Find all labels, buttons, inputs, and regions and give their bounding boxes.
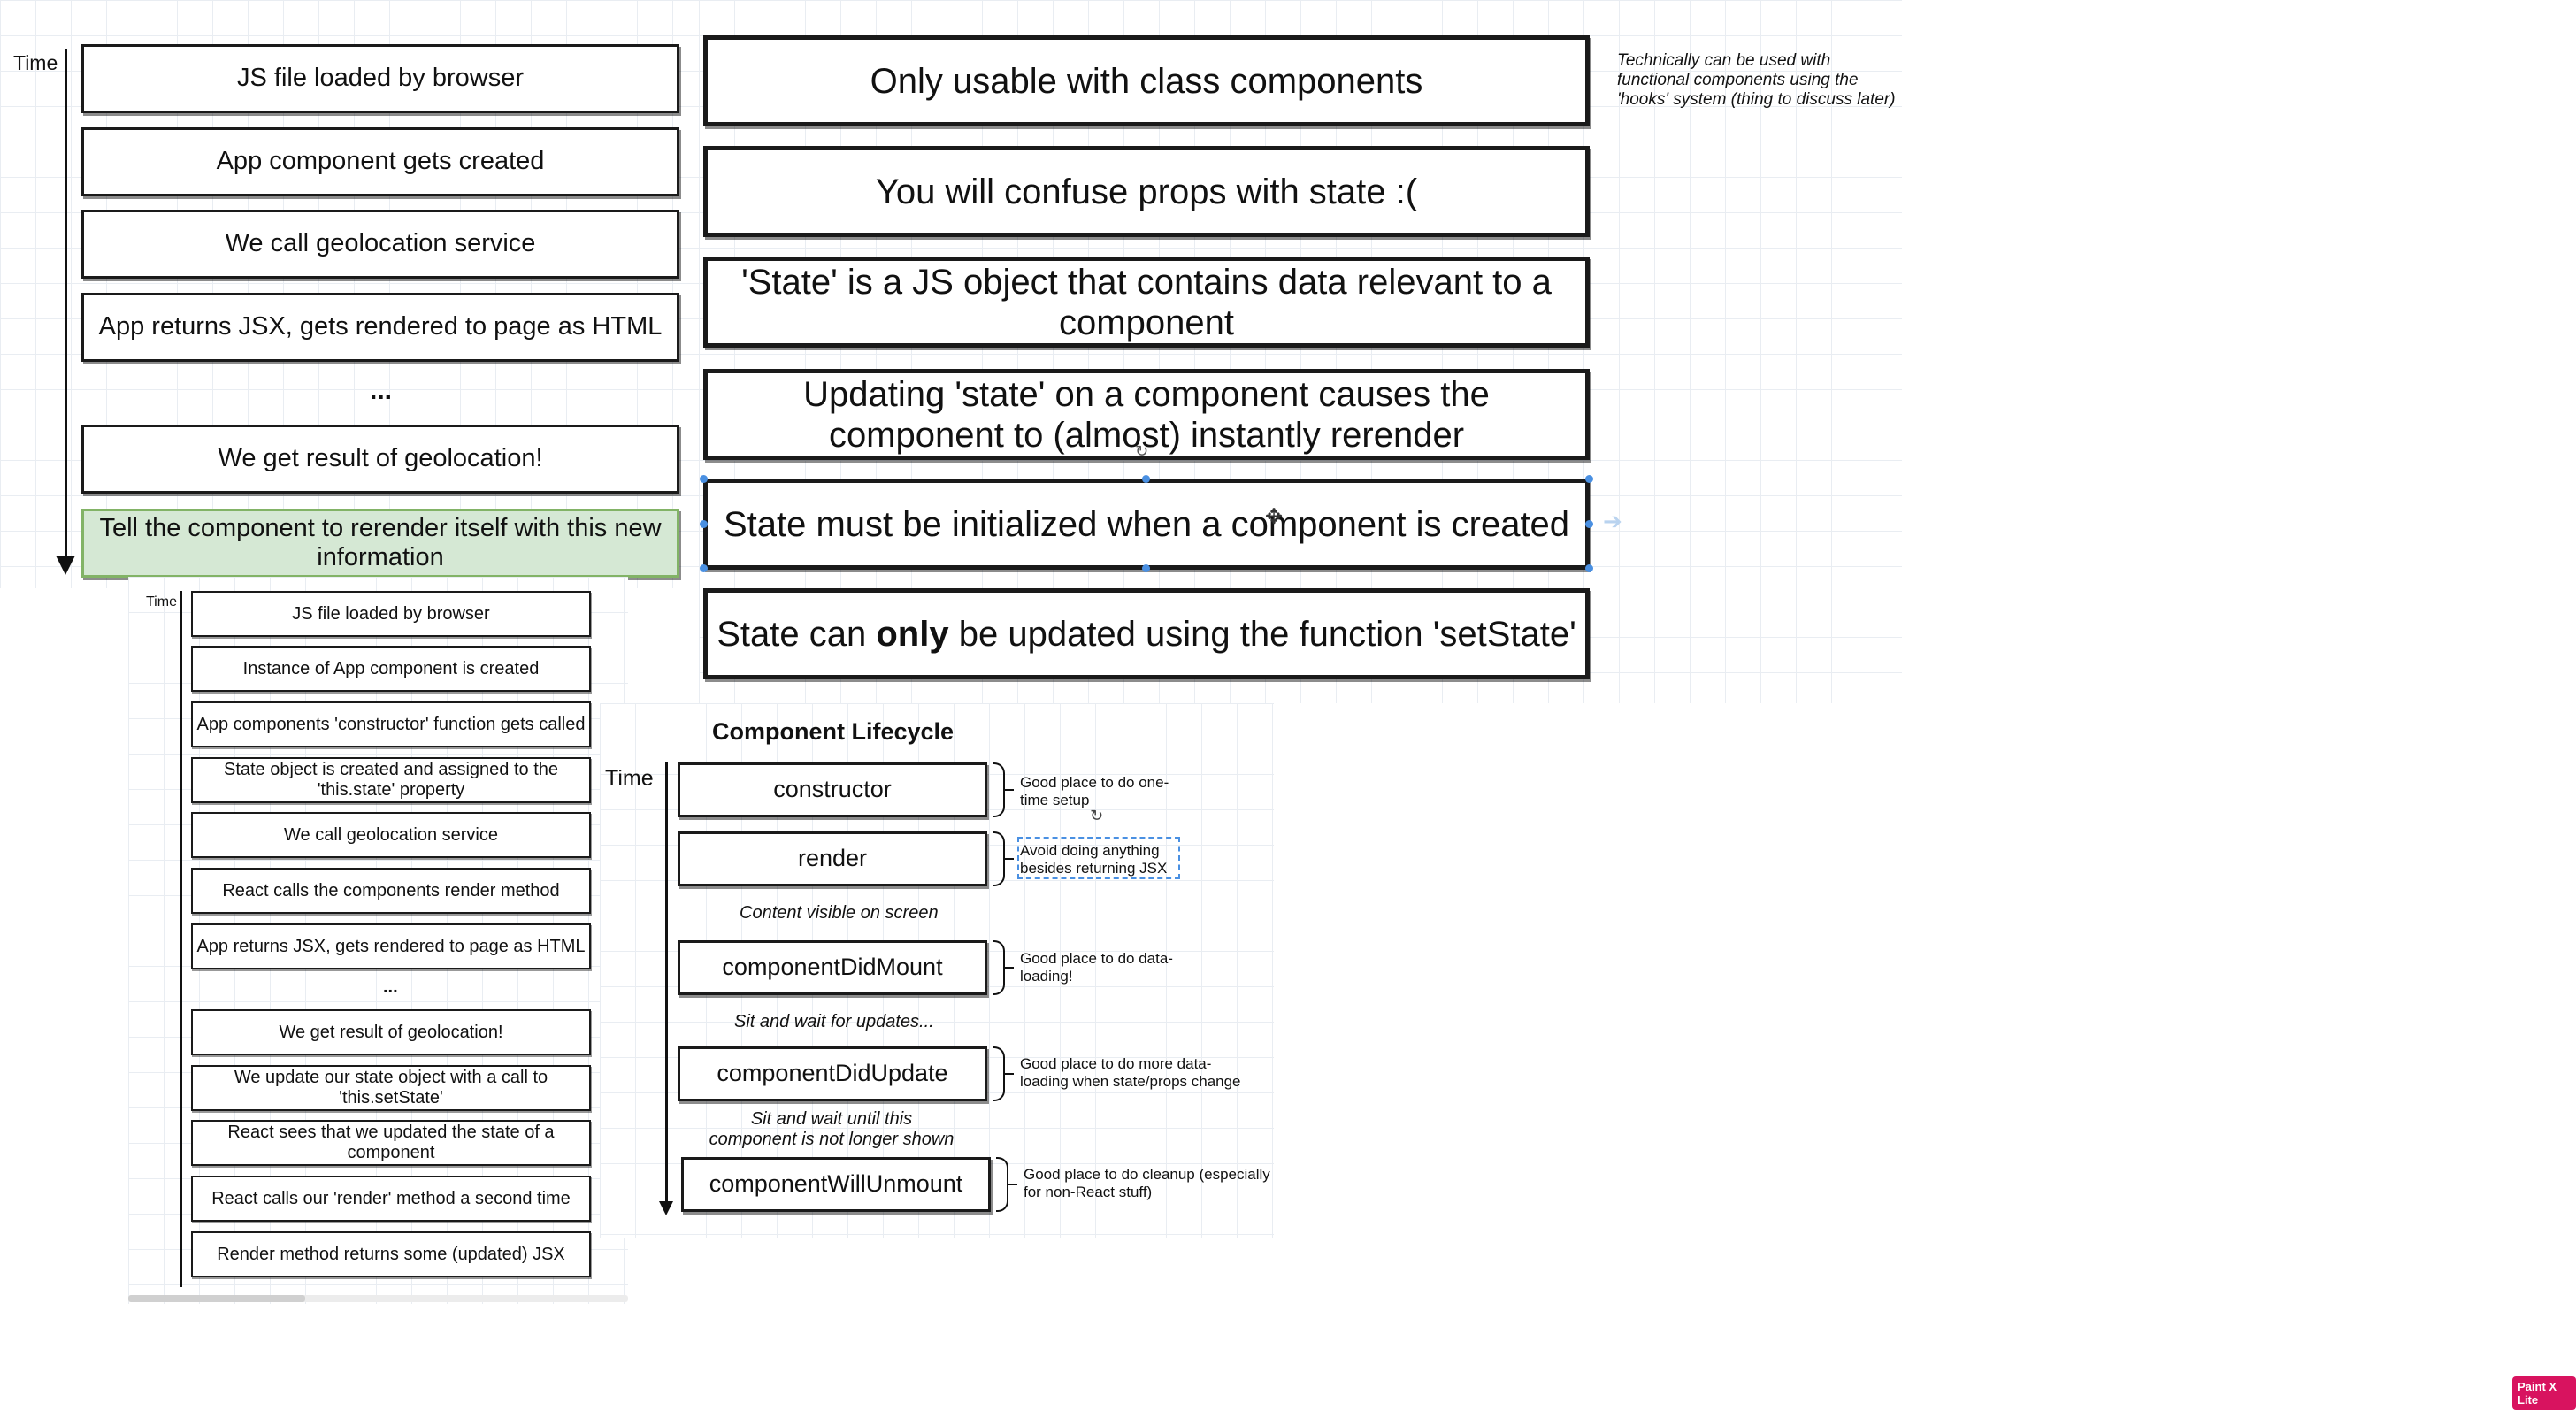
note-selection-outline (1017, 837, 1180, 879)
rule-text-bold: only (876, 614, 949, 654)
timeline-b-step[interactable]: React calls the components render method (191, 868, 591, 914)
lifecycle-between-label: Sit and wait until this component is not… (709, 1109, 954, 1149)
timeline-a-step[interactable]: We get result of geolocation! (81, 425, 679, 494)
rotate-handle-icon[interactable]: ↻ (1135, 442, 1149, 460)
timeline-b-scrollbar-thumb[interactable] (128, 1295, 305, 1302)
lifecycle-arrowhead (659, 1201, 673, 1215)
timeline-a-step[interactable]: JS file loaded by browser (81, 44, 679, 113)
lifecycle-method-constructor[interactable]: constructor (678, 762, 987, 817)
connector-arrow-icon[interactable]: ➔ (1603, 508, 1622, 534)
lifecycle-note: Good place to do more data-loading when … (1020, 1055, 1241, 1090)
rule-box-setstate[interactable]: State can only be updated using the func… (703, 588, 1590, 679)
rule-box[interactable]: Only usable with class components (703, 35, 1590, 126)
lifecycle-method-componentwillunmount[interactable]: componentWillUnmount (681, 1157, 991, 1212)
timeline-b-scrollbar-track[interactable] (128, 1295, 628, 1302)
timeline-a-axis (65, 49, 67, 557)
lifecycle-note: Good place to do one-time setup (1020, 774, 1169, 808)
lifecycle-title: Component Lifecycle (712, 718, 954, 745)
rotate-handle-icon[interactable]: ↻ (1090, 807, 1104, 824)
timeline-b-time-label: Time (146, 594, 177, 609)
timeline-a-arrowhead (56, 556, 75, 575)
rule-text-before: State can (717, 614, 877, 654)
timeline-b-ellipsis: ... (383, 977, 398, 997)
lifecycle-note-selected[interactable]: Avoid doing anything besides returning J… (1020, 842, 1168, 877)
timeline-b-step[interactable]: We update our state object with a call t… (191, 1065, 591, 1111)
timeline-b-step[interactable]: Instance of App component is created (191, 646, 591, 692)
rule-box[interactable]: 'State' is a JS object that contains dat… (703, 257, 1590, 348)
timeline-b-step[interactable]: React calls our 'render' method a second… (191, 1176, 591, 1222)
timeline-b-step[interactable]: App returns JSX, gets rendered to page a… (191, 923, 591, 969)
rule-box-selected[interactable]: State must be initialized when a compone… (703, 479, 1590, 570)
timeline-a-ellipsis: ... (370, 376, 393, 405)
lifecycle-time-label: Time (605, 766, 654, 791)
lifecycle-axis (665, 762, 668, 1205)
timeline-b-step[interactable]: React sees that we updated the state of … (191, 1120, 591, 1166)
timeline-b-step[interactable]: We call geolocation service (191, 812, 591, 858)
timeline-a-time-label: Time (13, 51, 58, 74)
timeline-a-step[interactable]: We call geolocation service (81, 210, 679, 279)
lifecycle-method-componentdidupdate[interactable]: componentDidUpdate (678, 1046, 987, 1101)
timeline-b-step[interactable]: JS file loaded by browser (191, 591, 591, 637)
timeline-b-axis (180, 591, 182, 1287)
rule-box[interactable]: You will confuse props with state :( (703, 146, 1590, 237)
timeline-a-step-highlighted[interactable]: Tell the component to rerender itself wi… (81, 509, 679, 578)
lifecycle-note: Good place to do cleanup (especially for… (1024, 1166, 1270, 1200)
lifecycle-between-label: Content visible on screen (740, 903, 939, 923)
lifecycle-method-render[interactable]: render (678, 831, 987, 886)
timeline-a-step[interactable]: App component gets created (81, 127, 679, 196)
timeline-a-step[interactable]: App returns JSX, gets rendered to page a… (81, 293, 679, 362)
timeline-b-step[interactable]: State object is created and assigned to … (191, 757, 591, 803)
timeline-b-step[interactable]: Render method returns some (updated) JSX (191, 1231, 591, 1277)
rules-side-note: Technically can be used with functional … (1617, 51, 1896, 109)
rule-text-after: be updated using the function 'setState' (948, 614, 1576, 654)
lifecycle-method-componentdidmount[interactable]: componentDidMount (678, 940, 987, 995)
lifecycle-note: Good place to do data-loading! (1020, 950, 1173, 985)
move-cursor-icon: ✥ (1265, 505, 1284, 529)
timeline-b-step[interactable]: We get result of geolocation! (191, 1009, 591, 1055)
app-badge[interactable]: Paint X Lite (2512, 1376, 2576, 1410)
timeline-b-step[interactable]: App components 'constructor' function ge… (191, 701, 591, 747)
rule-box[interactable]: Updating 'state' on a component causes t… (703, 369, 1590, 460)
lifecycle-between-label: Sit and wait for updates... (734, 1012, 934, 1031)
